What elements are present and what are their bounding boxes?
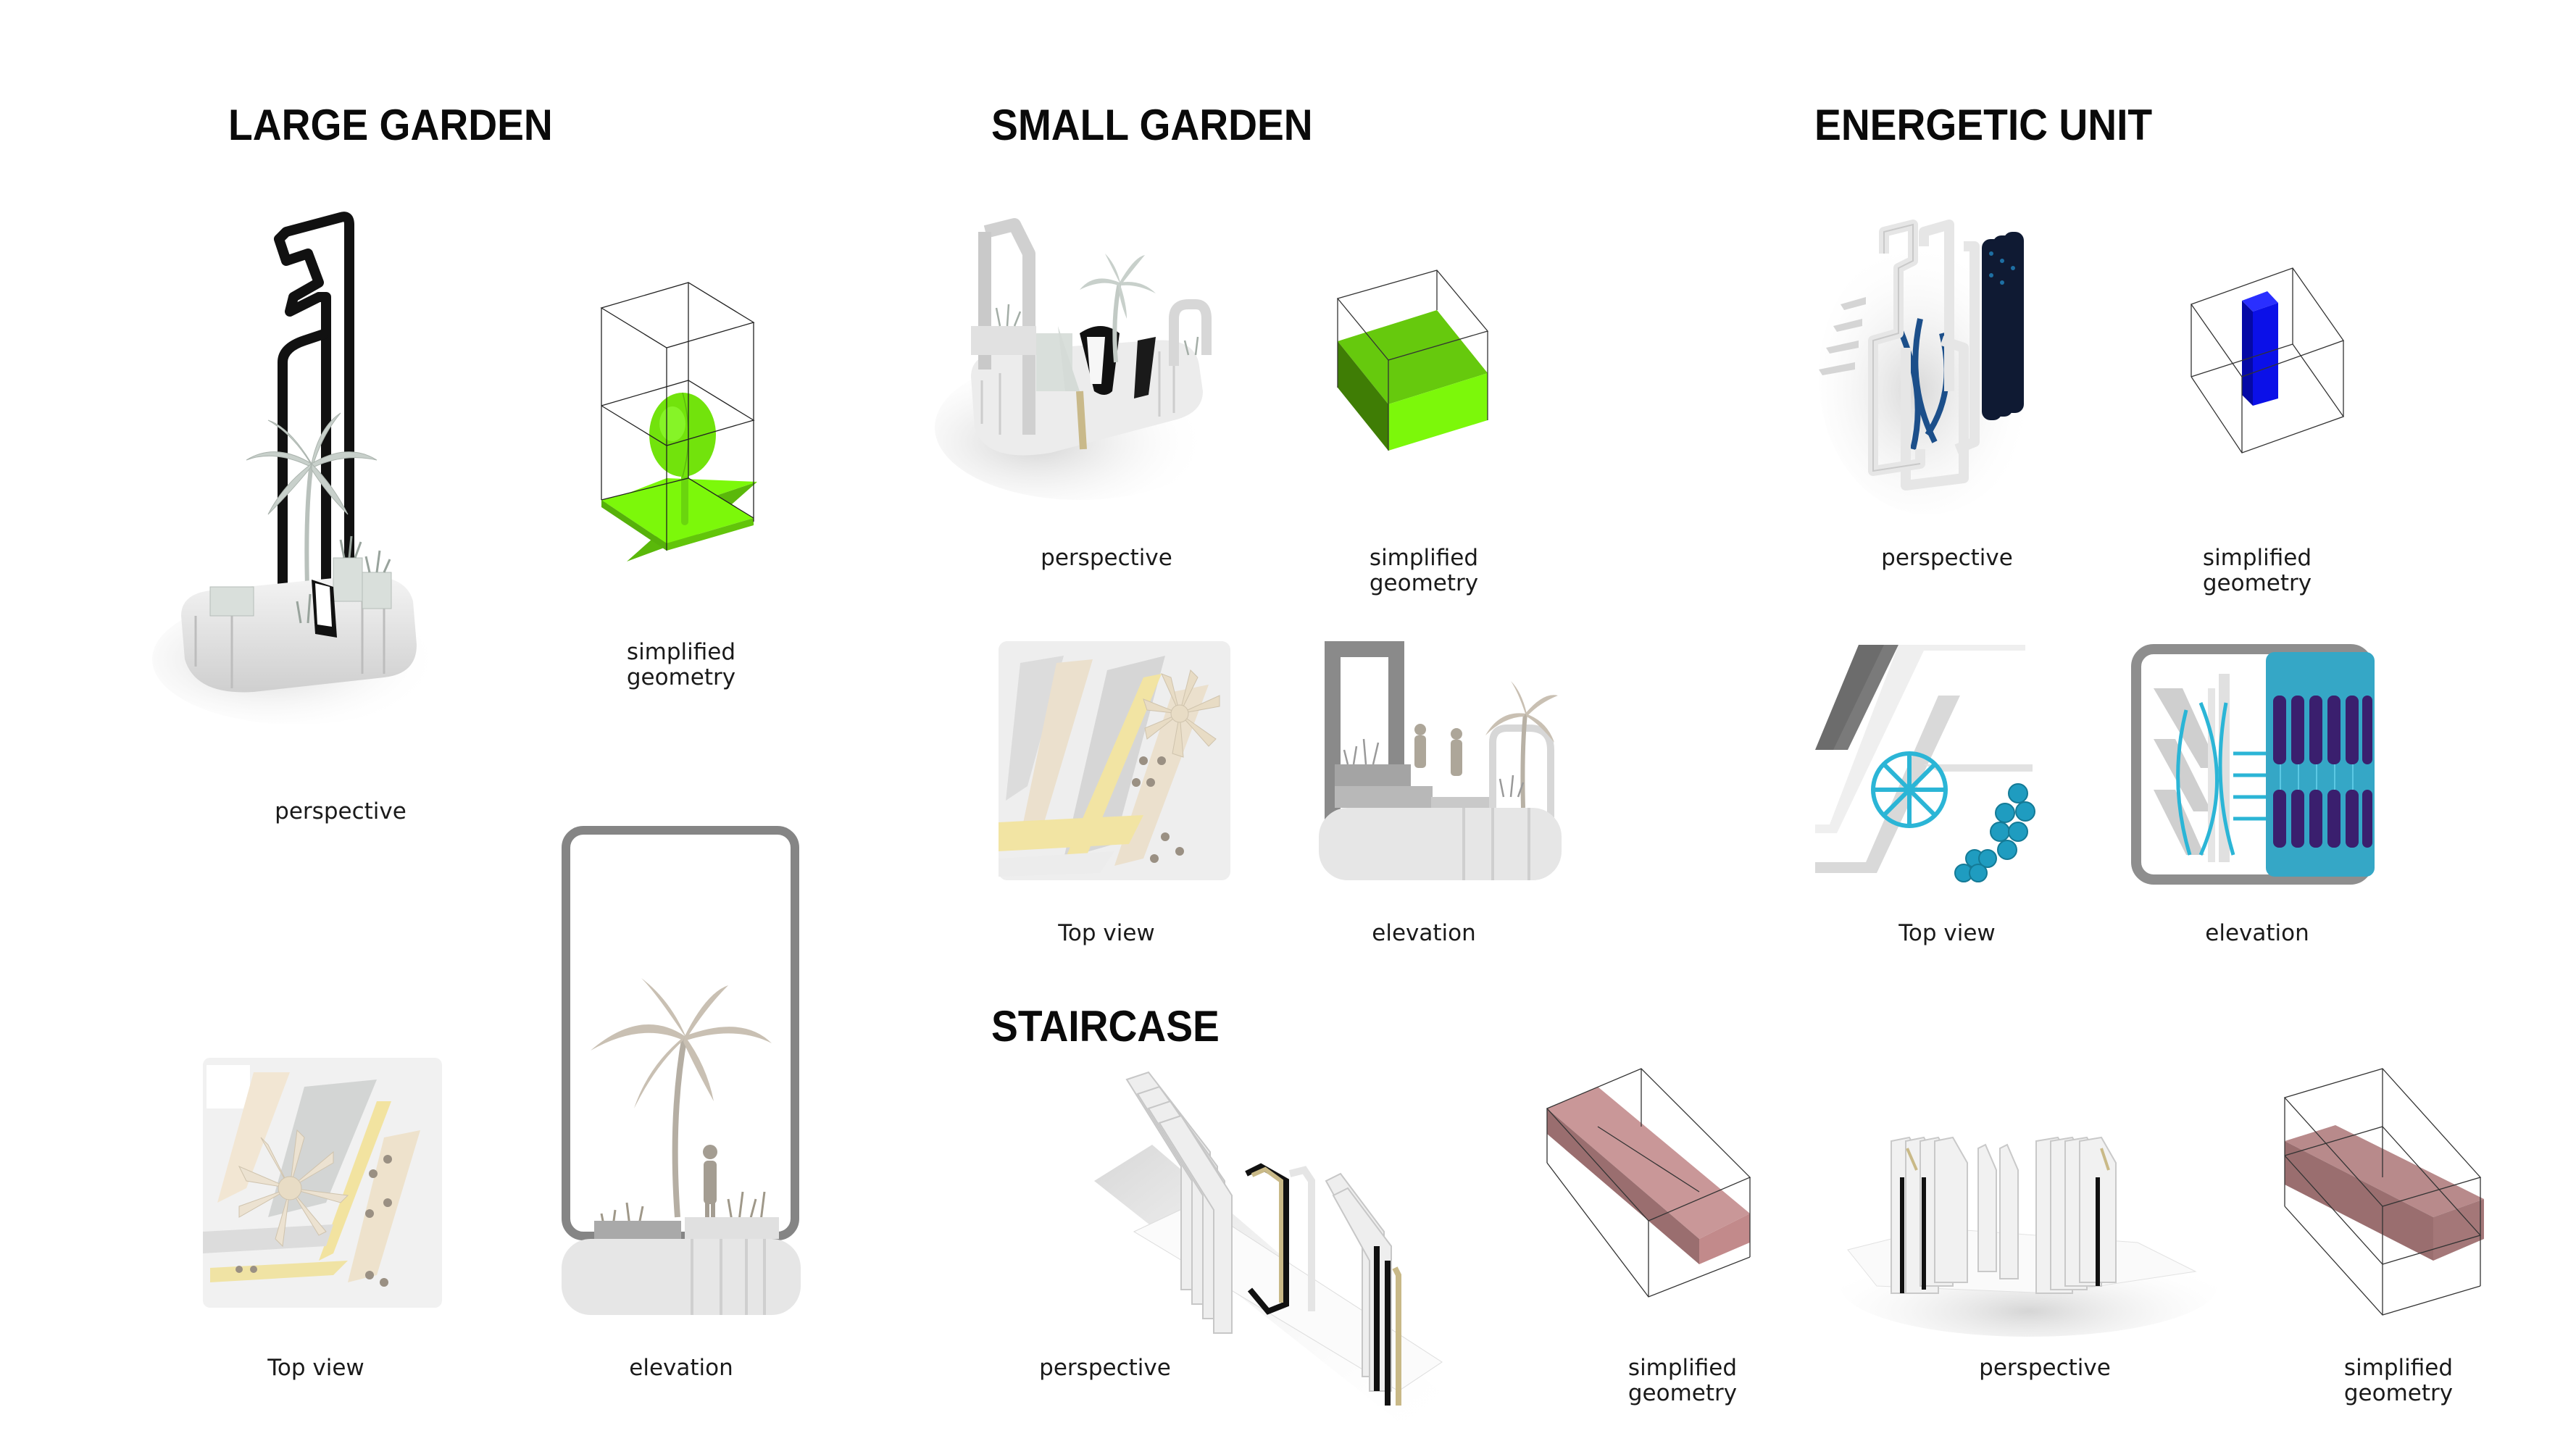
small-garden-perspective-label: perspective: [1041, 545, 1172, 571]
section-title-energetic-unit: ENERGETIC UNIT: [1814, 101, 2153, 149]
simplified-label-line1: simplified: [2343, 1355, 2454, 1381]
small-garden-elevation-label: elevation: [1372, 920, 1476, 946]
staircase-perspective-render-2: [1833, 1119, 2217, 1337]
energetic-unit-elevation-render: [2131, 644, 2378, 885]
small-garden-perspective-render: [935, 210, 1261, 500]
large-garden-perspective-render: [152, 210, 485, 732]
small-garden-top-view-label: Top view: [1058, 920, 1155, 946]
staircase-simplified-label-1: simplified geometry: [1628, 1356, 1737, 1406]
large-garden-perspective-label: perspective: [275, 798, 407, 824]
simplified-label-line2: geometry: [626, 664, 736, 690]
section-title-large-garden: LARGE GARDEN: [228, 101, 553, 149]
large-garden-top-view-label: Top view: [267, 1355, 364, 1381]
staircase-perspective-label-2: perspective: [1979, 1355, 2111, 1381]
simplified-label-line1: simplified: [2202, 545, 2312, 571]
staircase-simplified-geometry-2: [2283, 1068, 2491, 1319]
staircase-simplified-label-2: simplified geometry: [2344, 1356, 2453, 1406]
energetic-unit-perspective-render: [1819, 203, 2065, 514]
energetic-unit-elevation-label: elevation: [2205, 920, 2309, 946]
simplified-label-line2: geometry: [1627, 1380, 1738, 1406]
simplified-label-line1: simplified: [1369, 545, 1479, 571]
simplified-label-line1: simplified: [1627, 1355, 1738, 1381]
staircase-simplified-geometry-1: [1546, 1068, 1754, 1300]
large-garden-top-view-render: [203, 1058, 442, 1308]
small-garden-top-view-render: [999, 641, 1230, 880]
large-garden-simplified-label: simplified geometry: [627, 640, 735, 690]
energetic-unit-perspective-label: perspective: [1881, 545, 2013, 571]
energetic-unit-simplified-geometry: [2190, 267, 2351, 454]
small-garden-elevation-render: [1319, 641, 1562, 884]
large-garden-elevation-render: [562, 826, 801, 1319]
staircase-perspective-label-1: perspective: [1039, 1355, 1171, 1381]
section-title-staircase: STAIRCASE: [991, 1002, 1220, 1051]
simplified-label-line2: geometry: [2343, 1380, 2454, 1406]
large-garden-elevation-label: elevation: [629, 1355, 733, 1381]
large-garden-simplified-geometry: [600, 282, 768, 565]
simplified-label-line2: geometry: [1369, 570, 1479, 596]
energetic-unit-simplified-label: simplified geometry: [2203, 546, 2312, 596]
small-garden-simplified-geometry: [1335, 264, 1495, 453]
staircase-perspective-render-1: [1094, 1071, 1478, 1427]
simplified-label-line2: geometry: [2202, 570, 2312, 596]
section-title-small-garden: SMALL GARDEN: [991, 101, 1313, 149]
energetic-unit-top-view-render: [1815, 645, 2054, 884]
simplified-label-line1: simplified: [626, 639, 736, 665]
small-garden-simplified-label: simplified geometry: [1370, 546, 1478, 596]
energetic-unit-top-view-label: Top view: [1898, 920, 1996, 946]
